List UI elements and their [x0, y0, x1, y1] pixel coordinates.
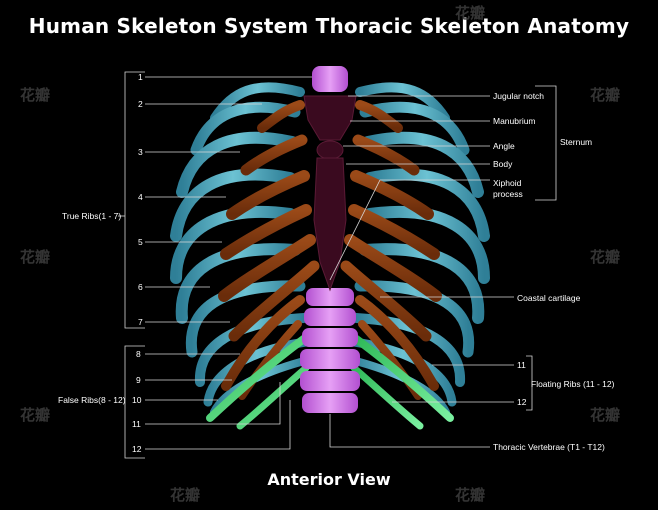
floating-ribs-label: Floating Ribs (11 - 12) — [531, 379, 615, 389]
rib-number-9: 9 — [136, 375, 141, 385]
rib-4-left — [170, 168, 296, 242]
cartilage-7-left — [228, 260, 320, 342]
rib-3-left — [176, 131, 298, 198]
watermark: 花瓣 — [455, 4, 485, 22]
watermark: 花瓣 — [590, 248, 620, 266]
watermark: 花瓣 — [20, 406, 50, 424]
watermark: 花瓣 — [20, 86, 50, 104]
leader-xiphoid — [329, 179, 381, 281]
vertebra — [300, 349, 360, 369]
true-ribs-bracket: True Ribs(1 - 7) — [62, 71, 145, 329]
cartilage-7-right — [340, 260, 432, 342]
floating-rib-11-left — [206, 334, 309, 422]
watermark: 花瓣 — [170, 486, 200, 504]
cartilage-4-right — [350, 170, 434, 220]
sternum-labels: Jugular notch Manubrium Angle Body Xipho… — [343, 85, 592, 201]
jugular-notch-label: Jugular notch — [493, 91, 544, 101]
costal-cartilage-group — [218, 100, 442, 400]
floating-ribs-bracket: 11 12 Floating Ribs (11 - 12) — [392, 355, 615, 411]
cartilage-6-right — [344, 234, 442, 302]
thoracic-vertebrae-group — [300, 66, 360, 413]
rib-7-right — [354, 280, 475, 358]
manubrium-label: Manubrium — [493, 116, 536, 126]
watermark: 花瓣 — [590, 86, 620, 104]
floating-rib-11-right — [351, 334, 454, 422]
rib-number-5: 5 — [138, 237, 143, 247]
sternum-body — [313, 157, 347, 292]
body-label: Body — [493, 159, 513, 169]
vertebra — [304, 308, 356, 326]
thoracic-vertebrae-label: Thoracic Vertebrae (T1 - T12) — [493, 442, 605, 452]
rib-number-labels: 1 2 3 4 5 6 7 8 9 10 11 12 — [132, 72, 312, 454]
costal-cartilage-label: Coastal cartilage — [517, 293, 581, 303]
floating-rib-12-right — [350, 364, 424, 430]
sternum-bone — [303, 95, 357, 292]
angle-label: Angle — [493, 141, 515, 151]
watermark: 花瓣 — [590, 406, 620, 424]
rib-5-right — [364, 205, 490, 284]
vertebra — [306, 288, 354, 306]
sternum-label: Sternum — [560, 137, 592, 147]
cartilage-5-left — [220, 204, 312, 260]
cartilage-3-right — [352, 134, 420, 176]
watermark-layer: 花瓣 花瓣 花瓣 花瓣 花瓣 花瓣 花瓣 花瓣 花瓣 — [20, 4, 620, 504]
figure-title: Human Skeleton System Thoracic Skeleton … — [28, 14, 630, 38]
rib-1-right — [355, 82, 450, 123]
watermark: 花瓣 — [455, 486, 485, 504]
process-label: process — [493, 189, 523, 199]
rib-4-right — [364, 168, 490, 242]
vertebra — [302, 328, 358, 347]
rib-number-2: 2 — [138, 99, 143, 109]
cartilage-2-left — [257, 100, 305, 133]
rib-7-left — [185, 280, 306, 358]
rib-2-right — [359, 101, 470, 156]
floating-rib-number-12: 12 — [517, 397, 527, 407]
xiphoid-label: Xiphoid — [493, 178, 522, 188]
manubrium — [303, 95, 357, 141]
true-ribs-label: True Ribs(1 - 7) — [62, 211, 121, 221]
cartilage-8-left — [221, 295, 305, 391]
cartilage-4-left — [226, 170, 310, 220]
rib-number-8: 8 — [136, 349, 141, 359]
floating-ribs-group — [206, 334, 454, 430]
leader-thoracic-vertebrae — [329, 414, 490, 448]
rib-5-left — [170, 205, 296, 284]
rib-number-10: 10 — [132, 395, 142, 405]
rib-number-3: 3 — [138, 147, 143, 157]
vertebra-t12 — [302, 393, 358, 413]
rib-number-11: 11 — [132, 419, 141, 429]
rib-number-6: 6 — [138, 282, 143, 292]
vertebra — [300, 371, 360, 391]
rib-2-left — [190, 101, 301, 156]
rib-1-left — [210, 82, 305, 123]
rib-6-left — [175, 243, 301, 324]
rib-number-1: 1 — [138, 72, 143, 82]
cartilage-6-left — [218, 234, 316, 302]
false-ribs-label: False Ribs(8 - 12) — [58, 395, 126, 405]
false-ribs-bracket: False Ribs(8 - 12) — [58, 345, 145, 459]
sternal-angle — [316, 140, 344, 160]
cartilage-8-right — [355, 295, 439, 391]
view-label: Anterior View — [267, 470, 391, 489]
floating-rib-12-left — [236, 364, 310, 430]
rib-6-right — [359, 243, 485, 324]
floating-rib-number-11: 11 — [517, 360, 526, 370]
vertebra-t1 — [312, 66, 348, 92]
rib-number-12: 12 — [132, 444, 142, 454]
rib-number-4: 4 — [138, 192, 143, 202]
cartilage-3-left — [240, 134, 308, 176]
watermark: 花瓣 — [20, 248, 50, 266]
cartilage-2-right — [355, 100, 403, 133]
cartilage-5-right — [348, 204, 440, 260]
rib-number-7: 7 — [138, 317, 143, 327]
